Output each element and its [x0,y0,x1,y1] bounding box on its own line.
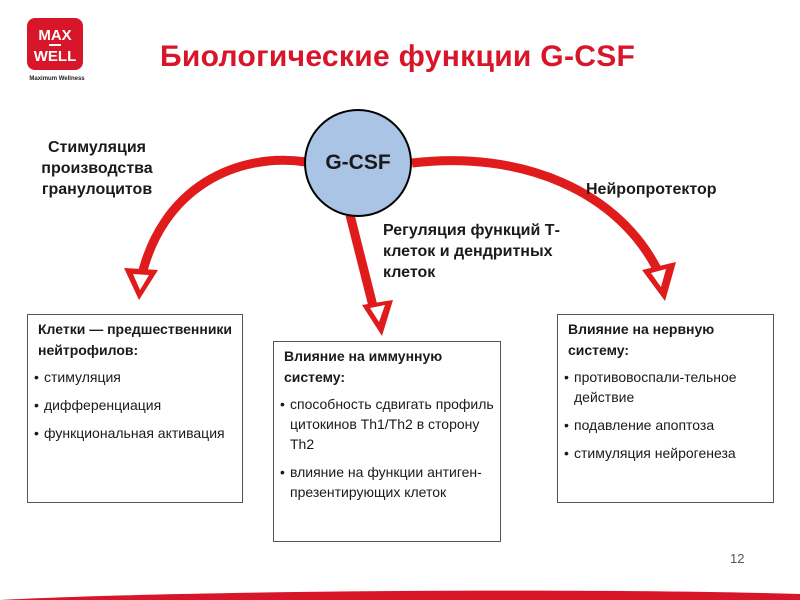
logo-tagline: Maximum Wellness [29,76,85,82]
svg-text:WELL: WELL [34,48,77,65]
bottom-swoosh [0,590,800,600]
list-item: подавление апоптоза [564,415,767,435]
arrow-right [411,156,665,277]
gcsf-node: G-CSF [304,109,412,217]
arrow-middle [345,213,381,320]
box-title: Влияние на иммунную систему: [284,348,443,385]
list-item: стимуляция нейрогенеза [564,443,767,463]
box-title: Клетки — предшественники нейтрофилов: [38,321,233,358]
list-item: дифференциация [34,395,236,415]
label-granulocyte-stimulation: Стимуляция производства гранулоцитов [41,139,153,198]
box-nervous-system: Влияние на нервную систему: противовоспа… [557,314,774,503]
label-tcell-regulation: Регуляция функций Т-клеток и дендритных … [383,222,560,281]
list-item: функциональная активация [34,423,236,443]
list-item: противовоспали-тельное действие [564,367,767,407]
box-immune-system: Влияние на иммунную систему: способность… [273,341,501,542]
list-item: влияние на функции антиген-презентирующи… [280,462,494,502]
list-item: способность сдвигать профиль цитокинов T… [280,394,494,454]
page-title: Биологические функции G-CSF [160,40,636,73]
list-item: стимуляция [34,367,236,387]
arrow-left [135,155,307,284]
maxwell-logo: MAX WELL [27,18,83,70]
box-neutrophil-precursors: Клетки — предшественники нейтрофилов: ст… [27,314,243,503]
box-title: Влияние на нервную систему: [568,321,715,358]
page-number: 12 [730,551,745,566]
svg-text:MAX: MAX [38,27,71,44]
label-neuroprotector: Нейропротектор [586,181,717,198]
gcsf-node-label: G-CSF [325,151,391,174]
